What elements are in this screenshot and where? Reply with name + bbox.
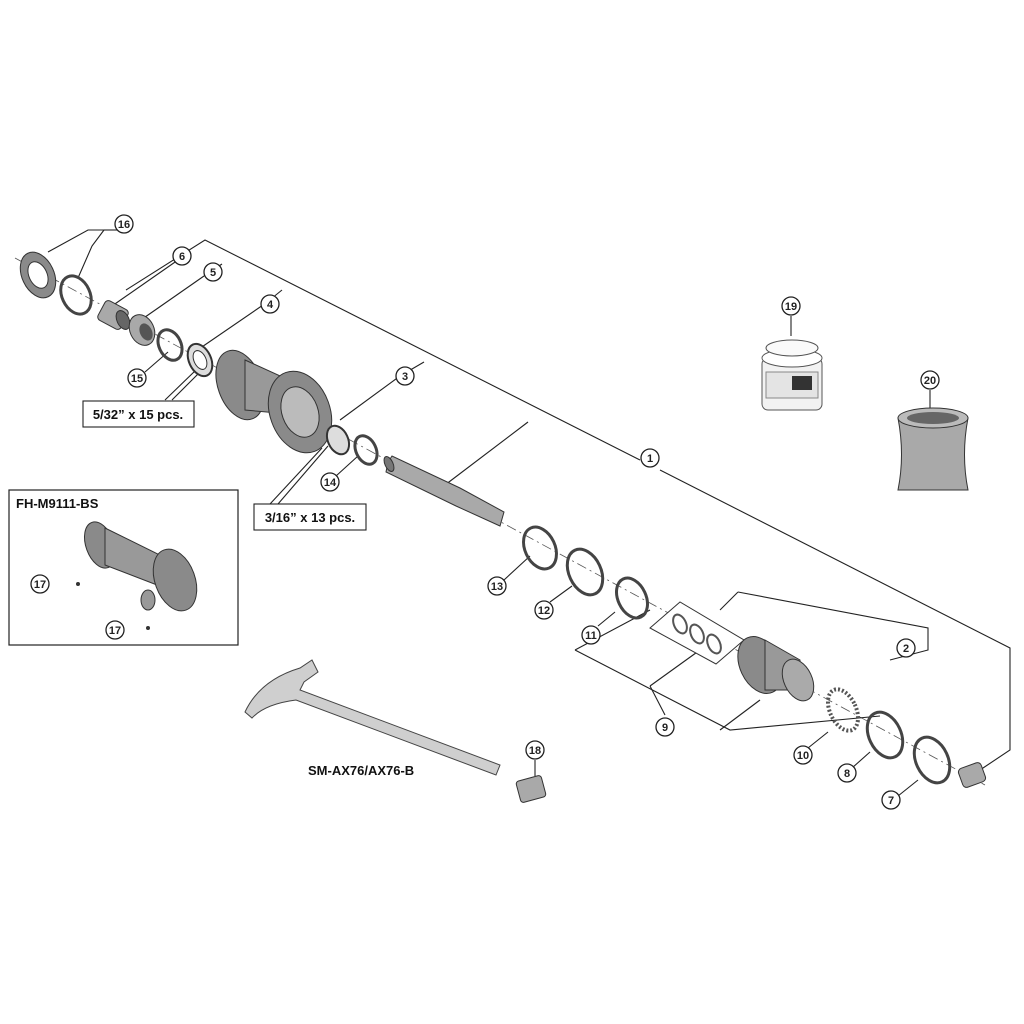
callout-c4: 4 xyxy=(260,294,280,314)
callout-number: 3 xyxy=(402,371,408,383)
callout-number: 1 xyxy=(647,453,653,465)
callout-circle xyxy=(837,763,857,783)
ball-label-small: 3/16” x 13 pcs. xyxy=(253,503,367,531)
seal-part-14 xyxy=(353,434,379,466)
callout-number: 13 xyxy=(491,581,503,593)
grease-jar-part xyxy=(761,339,823,411)
callout-c17a: 17 xyxy=(30,574,50,594)
callout-number: 17 xyxy=(34,579,46,591)
callout-c10: 10 xyxy=(793,745,813,765)
callout-c5: 5 xyxy=(203,262,223,282)
cone-part xyxy=(128,314,156,346)
callout-circle xyxy=(395,366,415,386)
callout-c19: 19 xyxy=(781,296,801,316)
callout-circle xyxy=(781,296,801,316)
freehub-body-part xyxy=(737,636,815,702)
callout-number: 17 xyxy=(109,625,121,637)
callout-c11: 11 xyxy=(581,625,601,645)
callout-circle xyxy=(793,745,813,765)
callout-circle xyxy=(920,370,940,390)
bearing-part xyxy=(186,342,214,378)
callout-circle xyxy=(203,262,223,282)
tool-cup-part xyxy=(897,407,969,491)
ring-part-11 xyxy=(615,576,649,620)
callout-circle xyxy=(487,576,507,596)
callout-c9: 9 xyxy=(655,717,675,737)
callout-circle xyxy=(581,625,601,645)
callout-circle xyxy=(896,638,916,658)
end-cap-part xyxy=(957,762,987,788)
callout-number: 5 xyxy=(210,267,216,279)
callout-c17b: 17 xyxy=(105,620,125,640)
seal-ring-part xyxy=(59,274,93,316)
callout-circle xyxy=(127,368,147,388)
callout-c16: 16 xyxy=(114,214,134,234)
callout-c18: 18 xyxy=(525,740,545,760)
callout-circle xyxy=(320,472,340,492)
ball-retainer-part xyxy=(325,424,351,456)
callout-number: 8 xyxy=(844,768,850,780)
callout-circle xyxy=(105,620,125,640)
hub-body-part xyxy=(215,349,333,454)
callout-circle xyxy=(640,448,660,468)
axle-part xyxy=(383,455,505,527)
callout-c20: 20 xyxy=(920,370,940,390)
callout-number: 12 xyxy=(538,605,550,617)
callout-circle xyxy=(655,717,675,737)
callout-c15: 15 xyxy=(127,368,147,388)
callout-circle xyxy=(525,740,545,760)
callout-number: 11 xyxy=(585,630,597,642)
lock-ring-part xyxy=(19,251,57,299)
callout-number: 6 xyxy=(179,251,185,263)
callout-circle xyxy=(260,294,280,314)
thru-axle-part xyxy=(244,659,547,803)
callout-c2: 2 xyxy=(896,638,916,658)
callout-c14: 14 xyxy=(320,472,340,492)
callout-number: 2 xyxy=(903,643,909,655)
callout-circle xyxy=(30,574,50,594)
callout-circle xyxy=(114,214,134,234)
callout-number: 9 xyxy=(662,722,668,734)
callout-circle xyxy=(534,600,554,620)
callout-c12: 12 xyxy=(534,600,554,620)
callout-c3: 3 xyxy=(395,366,415,386)
callout-number: 19 xyxy=(785,301,797,313)
seal-pack-part xyxy=(649,601,745,665)
callout-c8: 8 xyxy=(837,763,857,783)
callout-number: 16 xyxy=(118,219,130,231)
callout-c7: 7 xyxy=(881,790,901,810)
callout-number: 7 xyxy=(888,795,894,807)
ball-label-large-text: 5/32” x 15 pcs. xyxy=(93,407,183,422)
ring-part-8 xyxy=(865,710,905,760)
axle-model-label: SM-AX76/AX76-B xyxy=(308,763,414,778)
callout-number: 10 xyxy=(797,750,809,762)
callout-number: 15 xyxy=(131,373,143,385)
callout-c6: 6 xyxy=(172,246,192,266)
callout-number: 18 xyxy=(529,745,541,757)
callout-number: 20 xyxy=(924,375,936,387)
ring-part-13 xyxy=(522,525,558,571)
sleeve-part xyxy=(97,300,131,330)
ring-part-12 xyxy=(565,547,605,597)
hub-model-label: FH-M9111-BS xyxy=(16,496,99,511)
callout-c1: 1 xyxy=(640,448,660,468)
ratchet-ring-part xyxy=(825,687,861,733)
callout-c13: 13 xyxy=(487,576,507,596)
callout-circle xyxy=(172,246,192,266)
ring-part-7 xyxy=(912,735,952,785)
dust-seal-part xyxy=(156,328,184,362)
inset-hub-box xyxy=(8,489,239,646)
callout-circle xyxy=(881,790,901,810)
callout-number: 14 xyxy=(324,477,337,489)
ball-label-large: 5/32” x 15 pcs. xyxy=(82,400,195,428)
center-axis-line xyxy=(14,257,986,786)
callout-number: 4 xyxy=(267,299,274,311)
inset-hub-body xyxy=(76,521,198,630)
ball-label-small-text: 3/16” x 13 pcs. xyxy=(265,510,355,525)
